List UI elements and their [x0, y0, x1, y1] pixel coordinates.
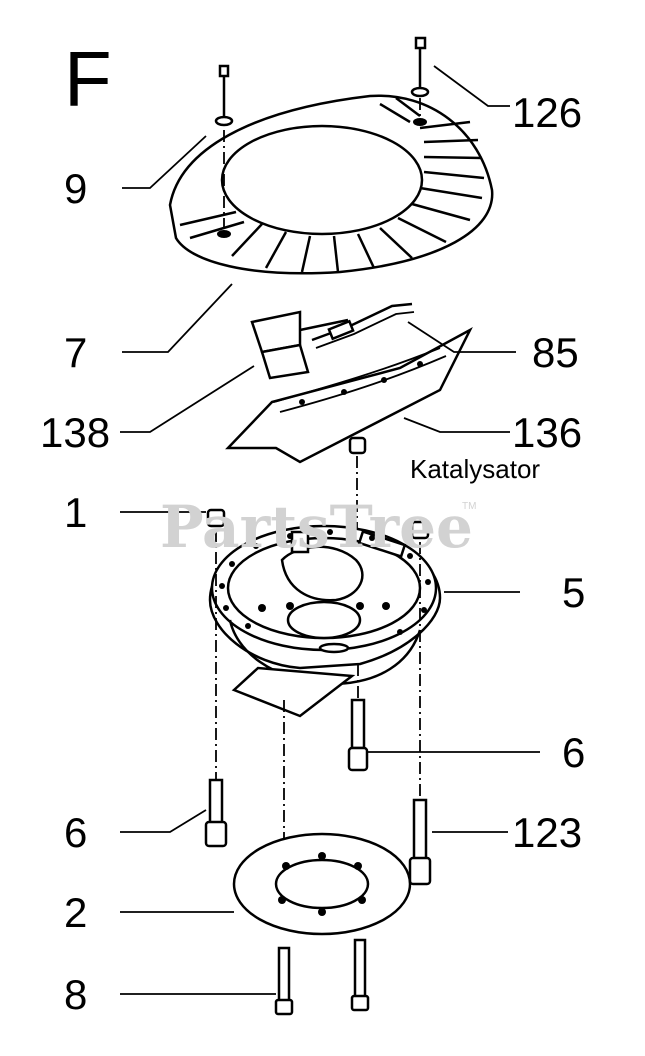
sensor-85 [311, 302, 415, 349]
bracket-138 [250, 310, 349, 380]
callout-85: 85 [532, 329, 579, 376]
bolt-6-left [204, 778, 228, 848]
callout-2: 2 [64, 889, 88, 936]
callout-6-left: 6 [64, 809, 88, 856]
watermark: PartsTree [160, 493, 473, 561]
callout-138: 138 [40, 409, 111, 456]
muffler-housing-5 [208, 524, 442, 718]
heat-shield-7 [168, 94, 494, 275]
callout-136: 136 [512, 409, 583, 456]
callout-9: 9 [64, 165, 88, 212]
callout-5: 5 [562, 569, 586, 616]
catalyst-136 [225, 327, 473, 464]
callout-6-right: 6 [562, 729, 586, 776]
leader-lines [120, 65, 540, 995]
bolt-8 [274, 938, 370, 1016]
bolt-123 [408, 798, 432, 886]
bolt-126 [410, 36, 430, 98]
gasket-plate-2 [232, 832, 412, 936]
bolt-6-right [347, 698, 369, 772]
callout-136-note: Katalysator [410, 454, 541, 484]
callout-123: 123 [512, 809, 583, 856]
watermark-tm: TM [462, 501, 477, 512]
bolt-9 [214, 64, 234, 127]
nut-1 [206, 436, 430, 540]
callout-7: 7 [64, 329, 88, 376]
callout-1: 1 [64, 489, 88, 536]
callout-126: 126 [512, 89, 583, 136]
callout-8: 8 [64, 971, 88, 1018]
section-letter: F [64, 35, 112, 123]
